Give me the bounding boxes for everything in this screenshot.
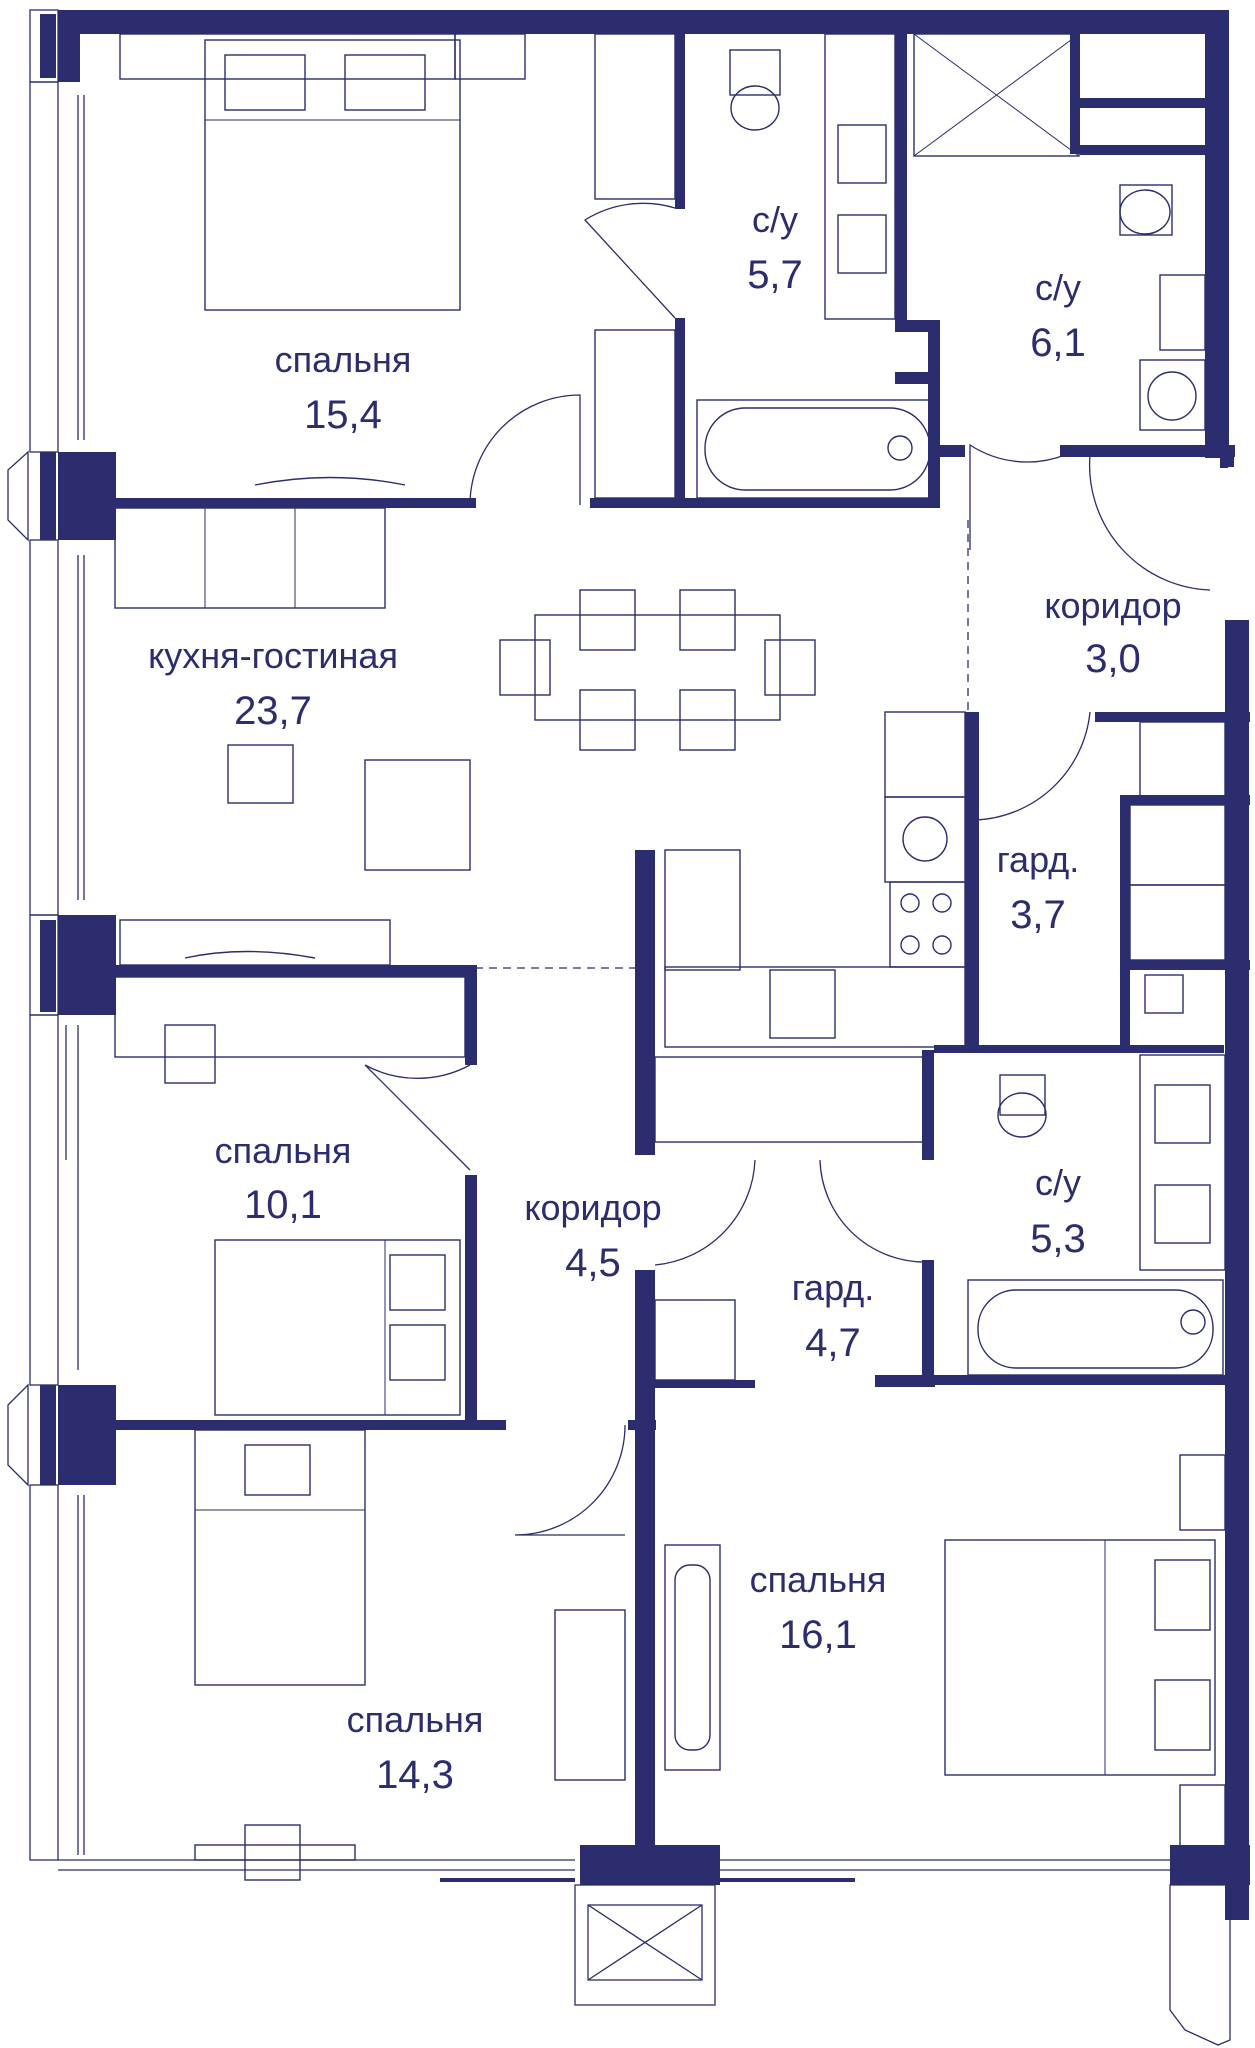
door-swings (364, 202, 1211, 1536)
room-name: спальня (750, 1559, 887, 1600)
room-label-bathroom-2: с/у 6,1 (1030, 267, 1086, 365)
room-area: 3,7 (1010, 893, 1066, 937)
room-area: 23,7 (234, 689, 312, 733)
room-name: спальня (275, 339, 412, 380)
room-area: 4,5 (565, 1241, 621, 1285)
room-label-bedroom-1: спальня 15,4 (275, 339, 412, 437)
room-name: спальня (347, 1699, 484, 1740)
room-name: кухня-гостиная (148, 635, 398, 676)
room-area: 16,1 (779, 1613, 857, 1657)
room-name: с/у (1035, 1162, 1081, 1203)
room-name: с/у (1035, 267, 1081, 308)
room-name: спальня (215, 1130, 352, 1171)
room-area: 5,3 (1030, 1217, 1086, 1261)
room-area: 10,1 (244, 1183, 322, 1227)
room-area: 3,0 (1085, 637, 1141, 681)
furniture (114, 33, 1226, 1881)
room-label-bathroom-1: с/у 5,7 (747, 199, 803, 297)
room-area: 14,3 (376, 1753, 454, 1797)
room-label-kitchen-living: кухня-гостиная 23,7 (148, 635, 398, 733)
room-area: 6,1 (1030, 321, 1086, 365)
interior-walls (116, 34, 1250, 1880)
room-label-wardrobe-2: гард. 4,7 (792, 1267, 875, 1365)
room-area: 15,4 (304, 393, 382, 437)
room-label-bedroom-4: спальня 14,3 (347, 1699, 484, 1797)
room-label-wardrobe-1: гард. 3,7 (997, 839, 1080, 937)
room-area: 4,7 (805, 1321, 861, 1365)
room-area: 5,7 (747, 253, 803, 297)
facade-windows (7, 9, 85, 1861)
room-name: гард. (997, 839, 1080, 880)
room-label-bedroom-3: спальня 16,1 (750, 1559, 887, 1657)
room-name: коридор (524, 1187, 661, 1228)
exterior-walls (58, 10, 1250, 2046)
room-label-corridor-1: коридор 3,0 (1044, 585, 1181, 681)
room-label-corridor-2: коридор 4,5 (524, 1187, 661, 1285)
room-label-bathroom-3: с/у 5,3 (1030, 1162, 1086, 1261)
room-name: гард. (792, 1267, 875, 1308)
room-name: коридор (1044, 585, 1181, 626)
room-name: с/у (752, 199, 798, 240)
room-label-bedroom-2: спальня 10,1 (215, 1130, 352, 1227)
